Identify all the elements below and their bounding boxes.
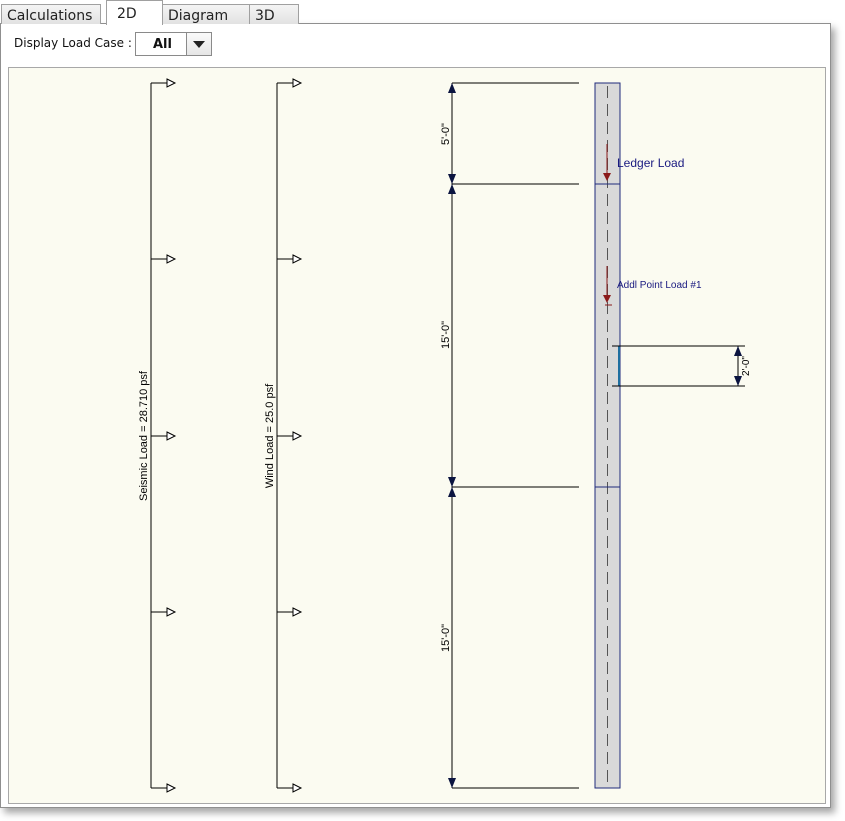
drawing-canvas: Seismic Load = 28.710 psf Wind Load = 25…	[8, 67, 826, 804]
display-load-case-label: Display Load Case :	[14, 36, 132, 50]
wall-drawing: Seismic Load = 28.710 psf Wind Load = 25…	[138, 78, 752, 793]
dimension-label-bottom: 15'-0"	[440, 624, 452, 652]
load-case-value: All	[153, 37, 172, 52]
ledger-load-arrow: Ledger Load	[603, 144, 684, 181]
tab-2d[interactable]: 2D	[106, 0, 163, 25]
opening-dimension-label: 2'-0"	[741, 356, 752, 376]
seismic-load-diagram: Seismic Load = 28.710 psf	[138, 78, 177, 793]
wind-load-label: Wind Load = 25.0 psf	[264, 383, 276, 488]
opening-dimension: 2'-0"	[612, 345, 752, 387]
chevron-down-icon	[193, 41, 205, 48]
tab-calculations[interactable]: Calculations	[1, 4, 101, 24]
tab-3d[interactable]: 3D	[249, 4, 299, 24]
point-load-label: Addl Point Load #1	[617, 280, 702, 291]
seismic-load-label: Seismic Load = 28.710 psf	[138, 370, 150, 501]
dimension-label-top: 5'-0"	[440, 123, 452, 145]
tab-diagram[interactable]: Diagram	[162, 4, 250, 24]
wall-column	[594, 82, 621, 789]
ledger-load-label: Ledger Load	[617, 156, 684, 170]
load-case-dropdown[interactable]: All	[135, 32, 212, 56]
wind-load-diagram: Wind Load = 25.0 psf	[264, 78, 303, 793]
tab-strip: Calculations 2D Diagram 3D	[0, 0, 845, 26]
point-load-arrow: Addl Point Load #1	[603, 266, 702, 306]
height-dimensions: 5'-0" 15'-0" 15'-0"	[440, 82, 579, 789]
dimension-label-middle: 15'-0"	[440, 321, 452, 349]
dropdown-button[interactable]	[186, 33, 211, 55]
